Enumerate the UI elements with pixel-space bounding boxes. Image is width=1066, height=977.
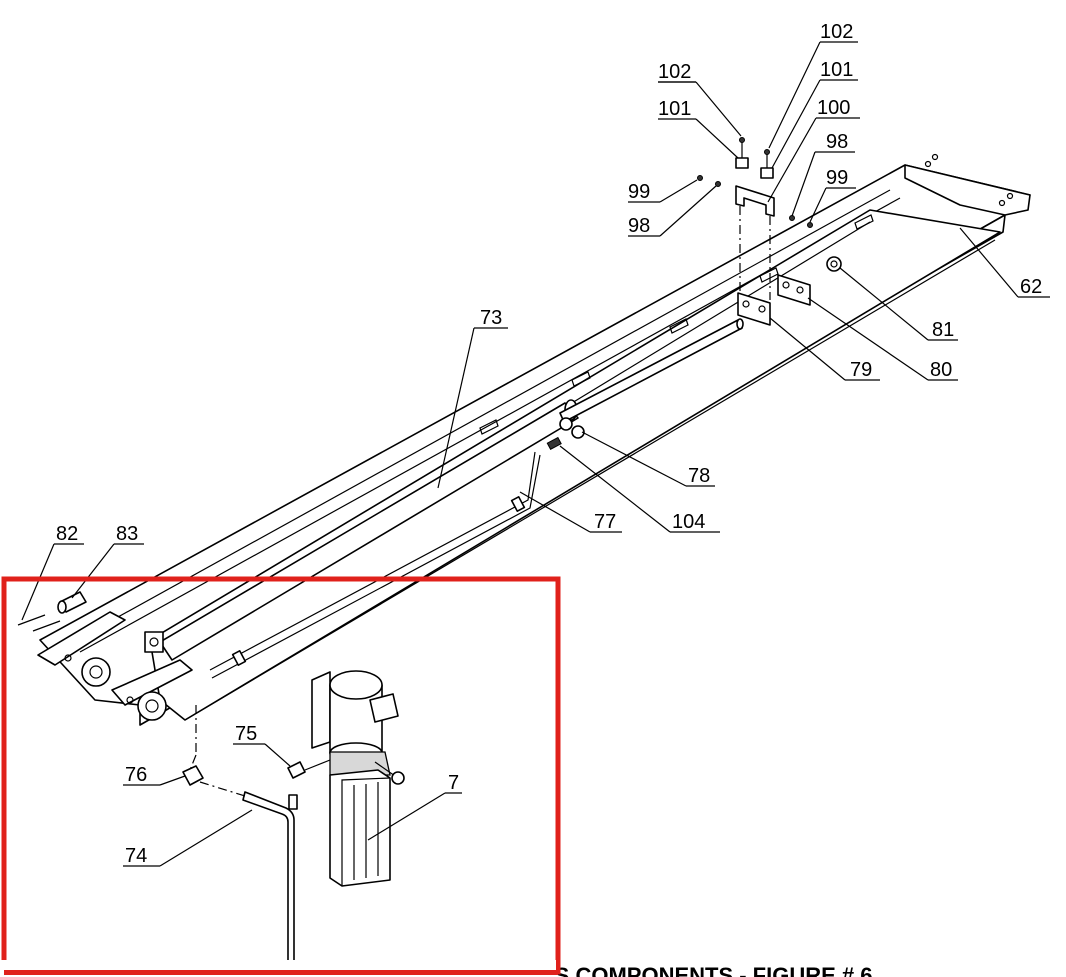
callout-102-left: 102 [658,61,691,83]
callout-73: 73 [480,307,502,329]
sheave-assembly [37,611,193,721]
callout-74: 74 [125,845,147,867]
figure-caption: SS COMPONENTS - FIGURE # 6 [540,963,873,977]
dash-lines [189,705,246,797]
hydraulic-hose [209,451,541,679]
callout-104: 104 [672,511,705,533]
fitting-76 [182,765,204,786]
callout-numbers: 102 102 101 101 100 98 99 99 98 62 81 80… [56,21,1042,867]
callout-80: 80 [930,359,952,381]
callout-78: 78 [688,465,710,487]
hose-74 [242,791,298,969]
callout-83: 83 [116,523,138,545]
callout-101-right: 101 [820,59,853,81]
callout-99-left: 99 [628,181,650,203]
cotter-pins [17,614,61,632]
upper-bracket-hardware [697,137,813,300]
callout-98-right: 98 [826,131,848,153]
sheave-pin [57,591,87,614]
callout-77: 77 [594,511,616,533]
mounting-bracket [737,256,842,326]
callout-100: 100 [817,97,850,119]
callout-7: 7 [448,772,459,794]
callout-101-left: 101 [658,98,691,120]
callout-99-right: 99 [826,167,848,189]
callout-102-right: 102 [820,21,853,43]
callout-98-left: 98 [628,215,650,237]
callout-leaders [21,41,1050,867]
power-unit [287,670,405,887]
highlight-box-bottom [4,970,558,975]
callout-81: 81 [932,319,954,341]
callout-62: 62 [1020,276,1042,298]
callout-79: 79 [850,359,872,381]
callout-75: 75 [235,723,257,745]
hose-fittings [546,417,585,451]
callout-82: 82 [56,523,78,545]
callout-76: 76 [125,764,147,786]
hydraulic-cylinder [159,318,744,661]
